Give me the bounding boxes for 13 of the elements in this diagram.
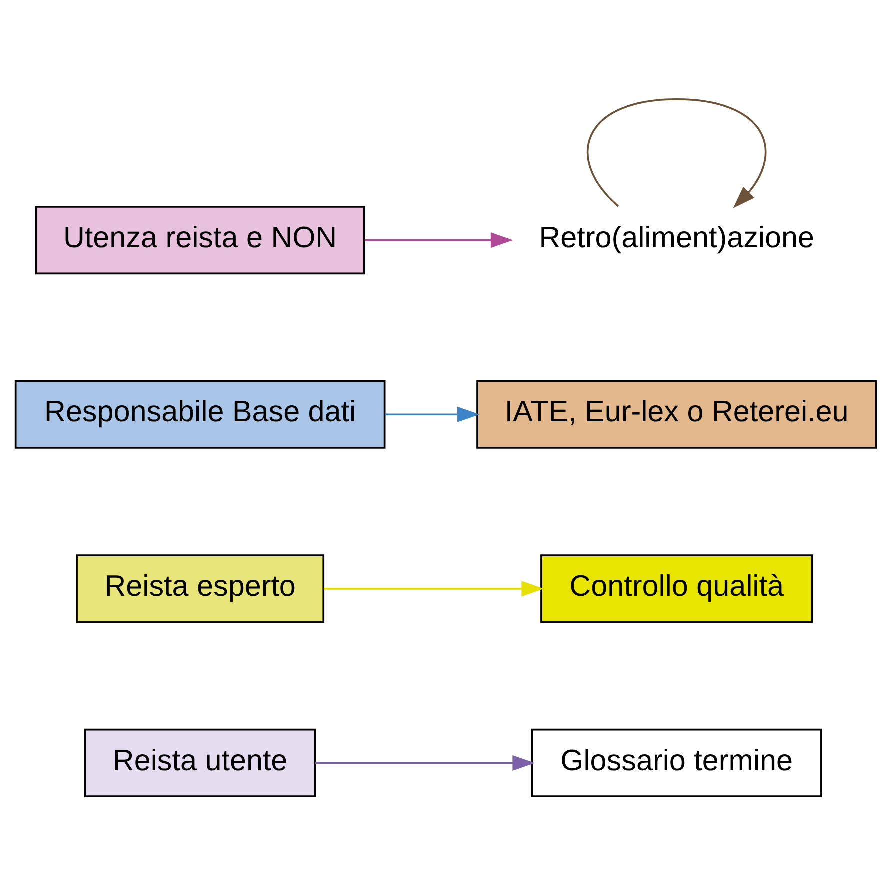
node-box: IATE, Eur-lex o Reterei.eu [476,380,878,448]
node-box: Reista utente [84,728,316,798]
arrow [315,754,535,770]
node-box: Responsabile Base dati [14,380,386,448]
node-box: Glossario termine [531,728,822,798]
node-text: Retro(aliment)azione [539,220,814,254]
arrow [324,580,544,596]
node-box: Utenza reista e NON [35,206,366,274]
node-box: Reista esperto [76,554,325,623]
arrow [384,406,480,422]
arrow [364,232,514,248]
arrow [587,98,767,208]
node-box: Controllo qualità [540,554,814,623]
